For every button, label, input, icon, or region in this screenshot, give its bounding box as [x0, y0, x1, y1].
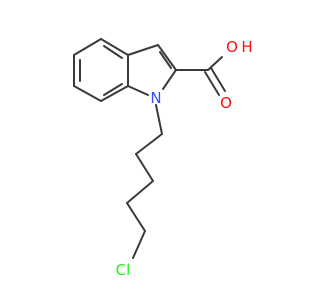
double-bond-inner — [103, 83, 123, 96]
pentyl-chain — [126, 104, 163, 259]
double-bond-inner — [159, 51, 172, 69]
carboxyl-group — [175, 56, 226, 96]
nitrogen-label: N — [150, 89, 161, 107]
bond — [73, 85, 102, 102]
bond — [126, 202, 146, 232]
chlorine-label: Cl — [116, 261, 131, 279]
bond — [126, 180, 154, 204]
hydroxyl-oxygen-label: O — [226, 38, 238, 56]
bond — [155, 104, 163, 135]
bond — [73, 38, 102, 56]
bond — [100, 38, 129, 56]
bond — [157, 44, 177, 71]
bond — [132, 230, 146, 259]
bond — [135, 153, 154, 182]
double-bond — [210, 67, 226, 92]
molecule-canvas: O H O N Cl — [73, 38, 253, 279]
bond — [162, 69, 177, 90]
structure-diagram: O H O N Cl — [73, 38, 253, 279]
bond — [127, 44, 159, 56]
pyrrole-ring — [127, 44, 177, 96]
carbonyl-oxygen-label: O — [220, 94, 232, 112]
bond — [127, 85, 149, 96]
bond — [100, 85, 129, 102]
double-bond — [204, 71, 220, 96]
bond — [135, 133, 163, 155]
double-bond-inner — [103, 45, 123, 59]
hydroxyl-hydrogen-label: H — [241, 38, 252, 56]
benzene-ring — [73, 38, 129, 102]
